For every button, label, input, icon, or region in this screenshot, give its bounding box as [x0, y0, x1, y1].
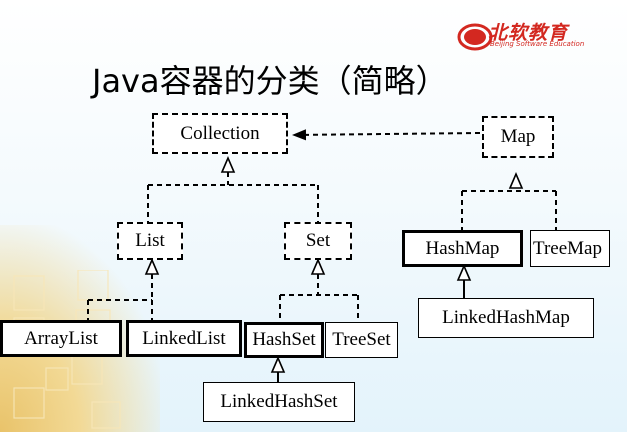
linkedhashset-node: LinkedHashSet	[203, 382, 355, 422]
map-node: Map	[482, 116, 554, 158]
set-node: Set	[284, 222, 352, 260]
hashmap-node: HashMap	[402, 230, 523, 267]
treeset-node: TreeSet	[325, 322, 398, 358]
hashset-node: HashSet	[244, 322, 324, 358]
arraylist-node: ArrayList	[0, 320, 122, 357]
logo-mark	[457, 23, 493, 51]
linkedlist-node: LinkedList	[126, 320, 242, 357]
logo-subtitle: Beijing Software Education	[490, 40, 585, 48]
list-node: List	[117, 222, 183, 260]
linkedhashmap-node: LinkedHashMap	[418, 298, 594, 338]
treemap-node: TreeMap	[530, 230, 610, 267]
logo-text: 北软教育	[488, 22, 569, 44]
collection-node: Collection	[152, 113, 288, 154]
slide-title: Java容器的分类（简略）	[92, 62, 448, 100]
